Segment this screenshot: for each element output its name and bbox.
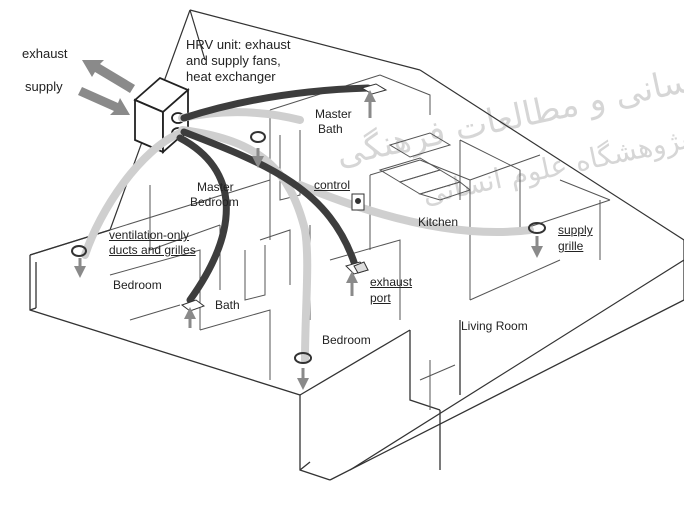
outside-arrows [78,60,135,115]
label-supply-grille-2: grille [558,239,583,253]
label-kitchen: Kitchen [418,215,458,229]
label-control: control [314,178,350,192]
label-bedroom-lower: Bedroom [322,333,371,347]
label-master-bath-2: Bath [318,122,343,136]
control-box [352,194,364,210]
stairs [380,133,470,200]
label-exhaust: exhaust [22,47,68,61]
label-supply: supply [25,80,63,94]
label-bedroom-left: Bedroom [113,278,162,292]
label-vent-only-2: ducts and grilles [109,243,196,257]
label-living-room: Living Room [461,319,528,333]
label-bath: Bath [215,298,240,312]
label-hrv-line2: and supply fans, [186,54,281,68]
label-exhaust-port-1: exhaust [370,275,412,289]
label-master-bedroom-2: Bedroom [190,195,239,209]
label-vent-only-1: ventilation-only [109,228,189,242]
label-master-bedroom-1: Master [197,180,234,194]
label-exhaust-port-2: port [370,291,391,305]
label-supply-grille-1: supply [558,223,593,237]
label-hrv-line3: heat exchanger [186,70,276,84]
label-master-bath-1: Master [315,107,352,121]
label-hrv-line1: HRV unit: exhaust [186,38,291,52]
